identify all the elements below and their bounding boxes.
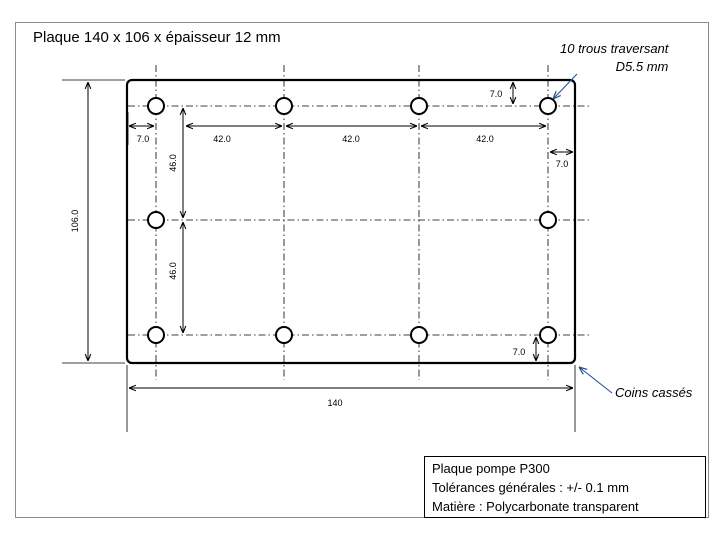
hole-callout-leader [553,73,578,99]
hole [410,97,428,115]
dim-text-edge-left: 7.0 [137,134,150,144]
centerlines [128,65,592,380]
dim-text-edge-bottom: 7.0 [513,347,526,357]
hole [147,211,165,229]
dim-text-pitch-x2: 42.0 [342,134,360,144]
drawing-title: Plaque 140 x 106 x épaisseur 12 mm [33,29,281,46]
part-name: Plaque pompe P300 [432,461,550,476]
dim-text-pitch-x1: 42.0 [213,134,231,144]
dim-text-pitch-y1: 46.0 [168,154,178,172]
dim-text-pitch-x3: 42.0 [476,134,494,144]
title-block: Plaque pompe P300 Tolérances générales :… [424,456,706,518]
dim-text-edge-right: 7.0 [556,159,569,169]
hole [147,97,165,115]
dimension-lines [88,82,573,388]
dim-text-edge-top: 7.0 [490,89,503,99]
hole-callout-line1: 10 trous traversant [560,41,669,56]
hole-callout-line2: D5.5 mm [615,59,669,74]
hole [410,326,428,344]
corner-callout-note: Coins cassés [615,385,693,400]
plate-outline [125,78,577,365]
hole [539,211,557,229]
extension-lines [62,79,576,432]
holes [147,97,557,344]
hole [539,326,557,344]
corner-callout-leader [579,367,613,394]
hole [147,326,165,344]
general-tolerance: Tolérances générales : +/- 0.1 mm [432,480,629,495]
dim-text-overall-height: 106.0 [70,210,80,233]
dim-text-overall-width: 140 [327,398,342,408]
dim-text-pitch-y2: 46.0 [168,262,178,280]
page-frame [15,22,709,518]
hole [539,97,557,115]
hole [275,97,293,115]
material: Matière : Polycarbonate transparent [432,499,639,514]
hole [275,326,293,344]
hole-callout-note: 10 trous traversant D5.5 mm [560,40,668,76]
